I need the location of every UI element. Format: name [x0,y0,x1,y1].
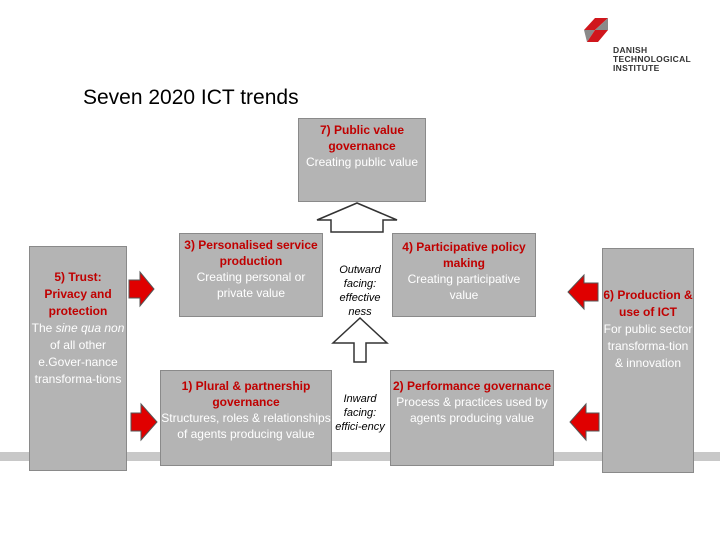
logo-text-line2: TECHNOLOGICAL [613,54,692,64]
trend-3-box: 3) Personalised service production Creat… [179,233,323,317]
trend-3-heading: 3) Personalised service production [184,238,318,268]
inward-facing-label: Inward facing: effici-ency [335,393,385,433]
trend-1-heading: 1) Plural & partnership governance [181,379,311,409]
trend-5-heading-line3: protection [48,304,108,318]
up-arrow-outward [316,202,398,233]
trend-7-subtitle: Creating public value [305,155,419,169]
trend-1-box: 1) Plural & partnership governance Struc… [160,370,332,466]
dti-logo-mark-icon [581,16,611,44]
trend-6-box: 6) Production & use of ICT For public se… [602,248,694,473]
trend-4-heading: 4) Participative policy making [402,240,526,270]
trend-6-heading: 6) Production & use of ICT [603,288,693,319]
trend-3-subtitle: Creating personal or private value [196,270,306,300]
trend-2-box: 2) Performance governance Process & prac… [390,370,554,466]
dti-logo: DANISH TECHNOLOGICAL INSTITUTE [581,16,711,78]
trend-6-subtitle: For public sector transforma-tion & inno… [603,322,693,370]
trend-5-box: 5) Trust: Privacy and protection The sin… [29,246,127,471]
trend-5-subtitle-italic: sine qua non [55,321,125,335]
trend-5-heading-line1: 5) Trust: [54,270,102,284]
trend-2-heading: 2) Performance governance [392,379,552,393]
trend-4-subtitle: Creating participative value [407,272,521,302]
logo-text-line3: INSTITUTE [613,63,660,73]
logo-text-line1: DANISH [613,45,648,55]
arrow-left-to-t4 [567,273,599,311]
trend-5-subtitle-part1: The [31,321,56,335]
trend-7-box: 7) Public value governance Creating publ… [298,118,426,202]
trend-2-subtitle: Process & practices used by agents produ… [396,395,548,425]
trend-4-box: 4) Participative policy making Creating … [392,233,536,317]
trend-5-subtitle-part2: of all other e.Gover-nance transforma-ti… [34,338,122,386]
up-arrow-inward [331,316,389,363]
arrow-right-to-t1 [130,402,158,442]
trend-1-subtitle: Structures, roles & relationships of age… [161,411,331,441]
trend-5-heading-line2: Privacy and [44,287,112,301]
outward-facing-label: Outward facing: effective ness [339,264,381,318]
trend-5-subtitle: The sine qua non of all other e.Gover-na… [30,320,126,388]
trend-7-heading: 7) Public value governance [319,123,405,153]
arrow-right-to-t3 [128,270,155,308]
bottom-divider-bar [0,452,720,461]
page-title: Seven 2020 ICT trends [83,86,299,109]
arrow-left-to-t2 [569,402,600,442]
